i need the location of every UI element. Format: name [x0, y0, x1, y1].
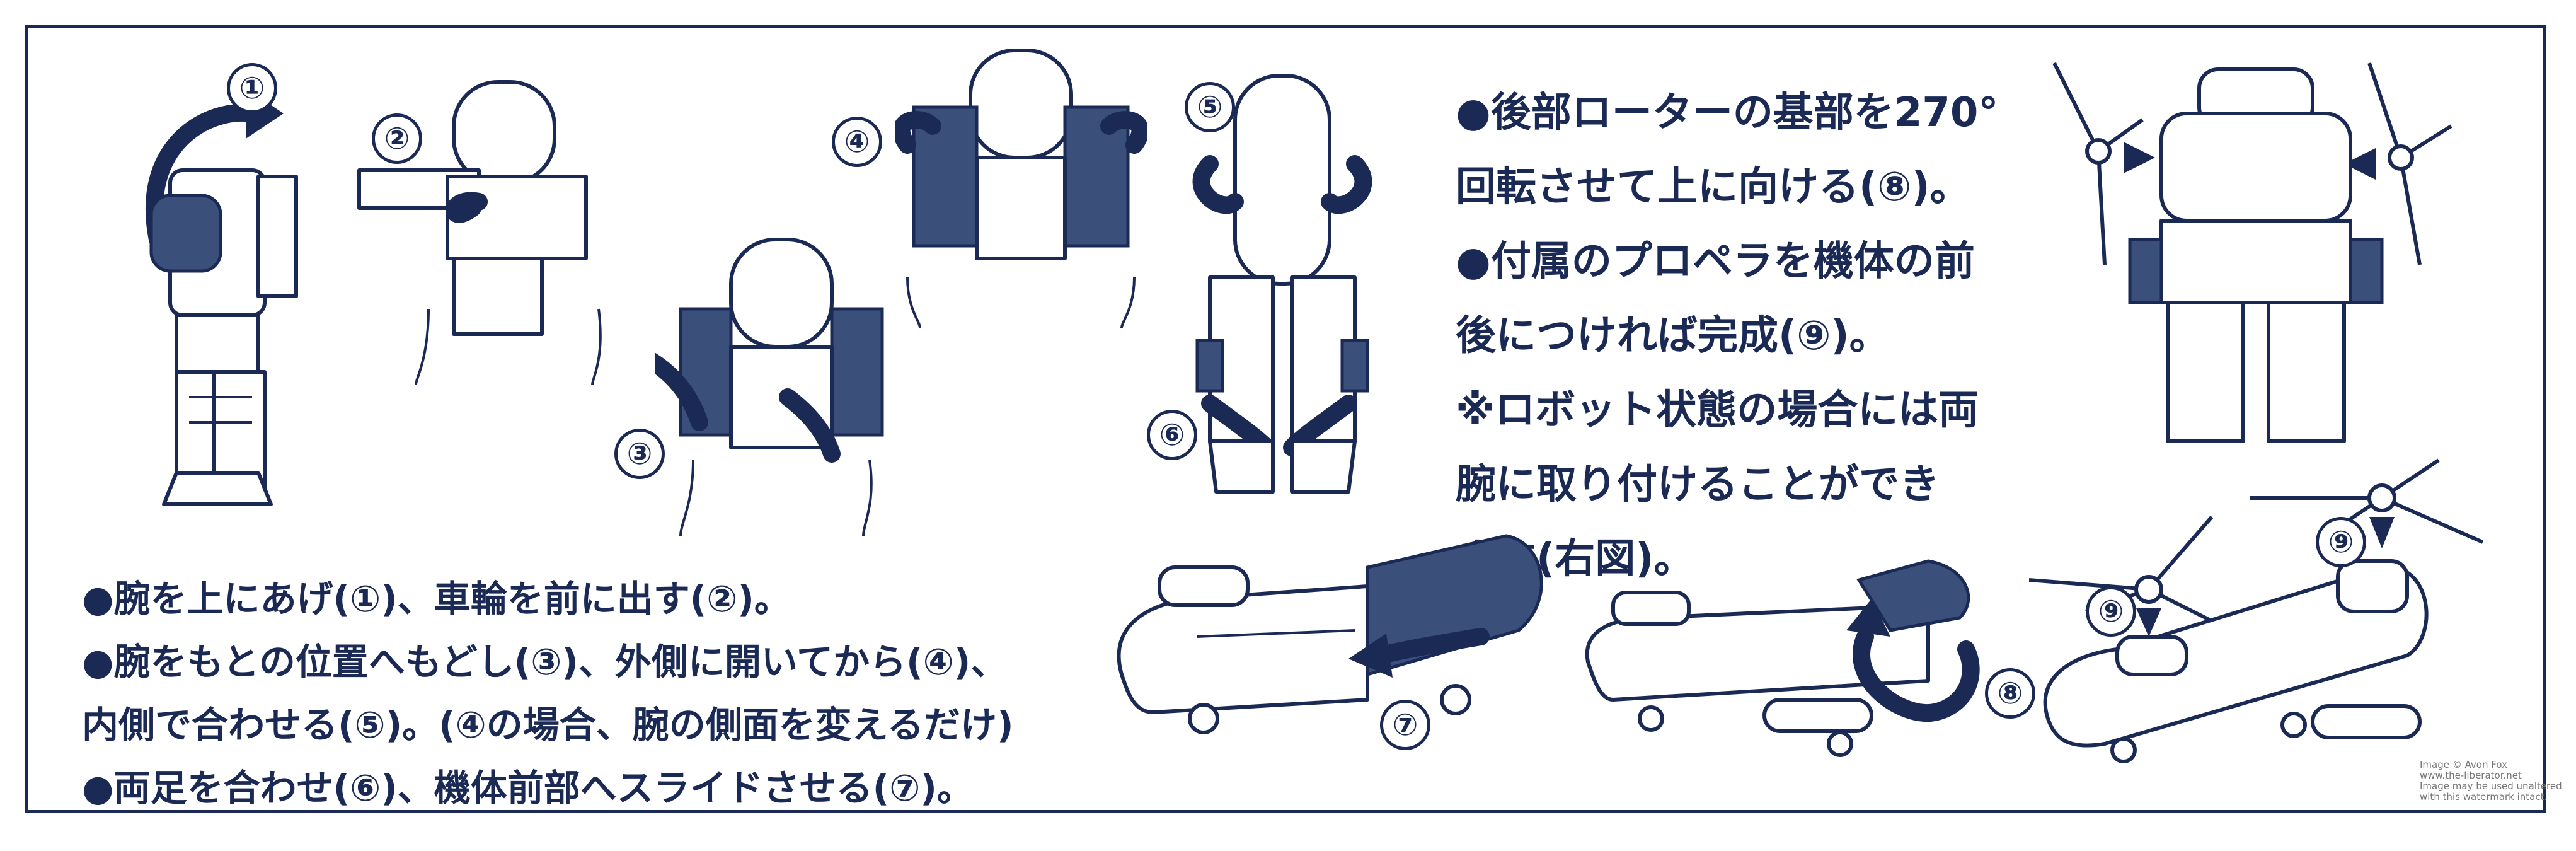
transformation-instruction-line: 内側で合わせる(⑤)。(④の場合、腕の側面を変えるだけ) — [82, 703, 1014, 746]
transformation-instruction-line: ●腕をもとの位置へもどし(③)、外側に開いてから(④)、 — [82, 640, 1008, 683]
step-number-7: ⑦ — [1380, 700, 1430, 750]
robot-with-arm-propellers-illustration — [2042, 50, 2470, 454]
step1-robot-illustration — [95, 69, 334, 523]
step5-6-robot-illustration — [1172, 69, 1380, 498]
instruction-sheet-border — [25, 25, 2546, 813]
rotor-instruction-line: 腕に取り付けることができ — [1456, 461, 1940, 508]
rotor-instruction-line: ※ロボット状態の場合には両 — [1456, 387, 1979, 434]
step-number-9-front: ⑨ — [2086, 586, 2136, 637]
step8-helicopter-illustration — [1575, 555, 2042, 763]
transformation-instruction-line: ●両足を合わせ(⑥)、機体前部へスライドさせる(⑦)。 — [82, 767, 974, 809]
step-number-2: ② — [372, 113, 422, 164]
step-number-4: ④ — [832, 117, 882, 167]
step3-robot-illustration — [655, 233, 907, 536]
credit-line: www.the-liberator.net — [2420, 770, 2522, 781]
step-number-8: ⑧ — [1985, 668, 2035, 719]
step4-robot-illustration — [895, 44, 1147, 328]
step-number-6: ⑥ — [1147, 410, 1197, 460]
rotor-instructions: ●後部ローターの基部を270° 回転させて上に向ける(⑧)。 ●付属のプロペラを… — [1456, 76, 2023, 596]
credit-line: Image may be used unaltered — [2420, 780, 2562, 792]
image-credit: Image © Avon Fox www.the-liberator.net I… — [2420, 760, 2562, 802]
step-number-9-rear: ⑨ — [2316, 517, 2366, 567]
rotor-instruction-line: 回転させて上に向ける(⑧)。 — [1456, 164, 1970, 211]
transformation-instructions: ●腕を上にあげ(①)、車輪を前に出す(②)。 ●腕をもとの位置へもどし(③)、外… — [82, 567, 1014, 819]
step7-helicopter-illustration — [1103, 530, 1582, 744]
step9-completed-helicopter-illustration — [2029, 454, 2508, 769]
step-number-3: ③ — [614, 429, 665, 479]
step2-robot-illustration — [353, 69, 618, 385]
credit-line: with this watermark intact. — [2420, 791, 2548, 802]
credit-line: Image © Avon Fox — [2420, 759, 2507, 770]
step-number-1: ① — [227, 63, 277, 113]
rotor-instruction-line: 後につければ完成(⑨)。 — [1456, 313, 1890, 359]
step-number-5: ⑤ — [1185, 82, 1235, 132]
transformation-instruction-line: ●腕を上にあげ(①)、車輪を前に出す(②)。 — [82, 577, 791, 620]
rotor-instruction-line: ●付属のプロペラを機体の前 — [1456, 238, 1975, 285]
rotor-instruction-line: ●後部ローターの基部を270° — [1456, 90, 1999, 136]
